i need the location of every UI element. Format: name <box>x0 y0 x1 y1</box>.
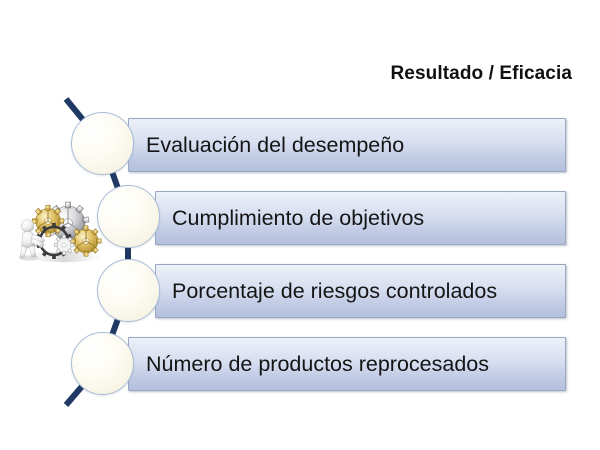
process-bar-4-label: Número de productos reprocesados <box>146 352 489 376</box>
process-bar-1-label: Evaluación del desempeño <box>146 133 405 157</box>
node-circle-1[interactable] <box>71 112 134 175</box>
process-bar-4[interactable]: Número de productos reprocesados <box>128 337 566 391</box>
page-title: Resultado / Eficacia <box>390 63 572 84</box>
node-circle-4[interactable] <box>71 332 134 395</box>
node-circle-2[interactable] <box>97 185 160 248</box>
process-bar-3[interactable]: Porcentaje de riesgos controlados <box>155 264 566 318</box>
node-circle-3[interactable] <box>97 259 160 322</box>
process-bar-2[interactable]: Cumplimiento de objetivos <box>155 191 566 245</box>
process-bar-3-label: Porcentaje de riesgos controlados <box>172 279 498 303</box>
process-bar-2-label: Cumplimiento de objetivos <box>172 206 425 230</box>
process-bar-1[interactable]: Evaluación del desempeño <box>128 118 566 172</box>
clipart-caption <box>20 269 84 276</box>
